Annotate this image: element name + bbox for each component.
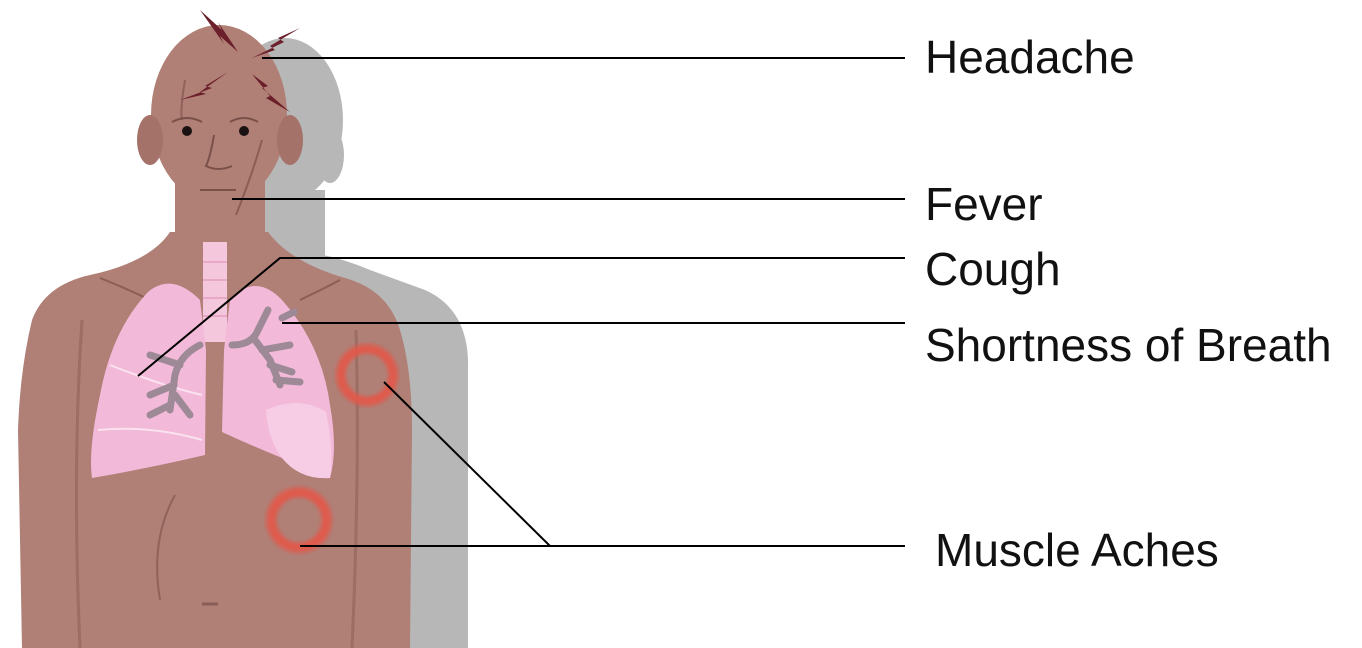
ear-left — [137, 115, 163, 165]
eye-left — [182, 126, 192, 136]
trachea — [203, 242, 227, 342]
label-headache: Headache — [925, 34, 1135, 80]
eye-right — [239, 126, 249, 136]
label-fever: Fever — [925, 181, 1043, 227]
label-cough: Cough — [925, 246, 1061, 292]
ear-right — [277, 115, 303, 165]
label-muscle-aches: Muscle Aches — [935, 527, 1219, 573]
red-ring-icon — [333, 341, 401, 409]
label-shortness-of-breath: Shortness of Breath — [925, 322, 1332, 368]
